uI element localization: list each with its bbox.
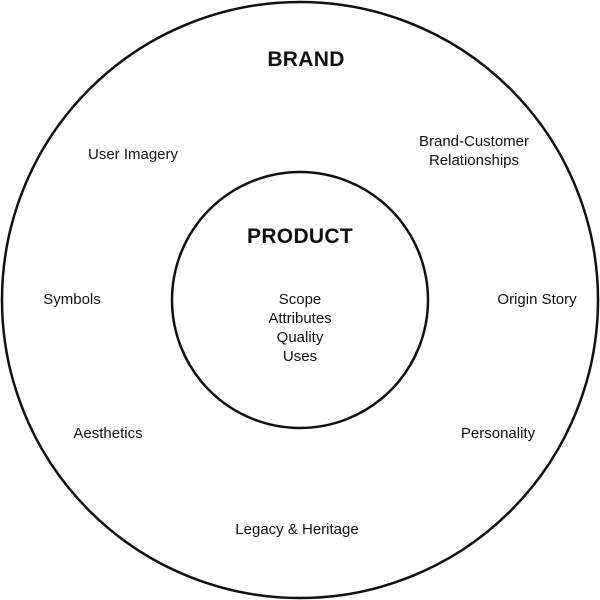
- product-items: Scope Attributes Quality Uses: [268, 290, 331, 366]
- label-origin-story: Origin Story: [497, 291, 577, 308]
- label-brand-customer-line1: Brand-Customer: [418, 133, 530, 150]
- label-brand-customer-line2: Relationships: [428, 152, 520, 169]
- brand-title: BRAND: [267, 48, 345, 71]
- label-legacy-heritage: Legacy & Heritage: [235, 521, 359, 538]
- product-title: PRODUCT: [247, 225, 353, 248]
- label-brand-customer-relationships: Brand-Customer Relationships: [419, 132, 529, 170]
- label-personality: Personality: [460, 425, 536, 442]
- label-symbols: Symbols: [43, 291, 101, 308]
- product-item-attributes: Attributes: [268, 310, 332, 327]
- label-user-imagery: User Imagery: [87, 146, 179, 163]
- product-item-quality: Quality: [276, 329, 324, 346]
- product-item-scope: Scope: [278, 291, 322, 308]
- inner-circle-product: [170, 170, 430, 430]
- product-item-uses: Uses: [282, 348, 318, 365]
- label-aesthetics: Aesthetics: [73, 425, 143, 442]
